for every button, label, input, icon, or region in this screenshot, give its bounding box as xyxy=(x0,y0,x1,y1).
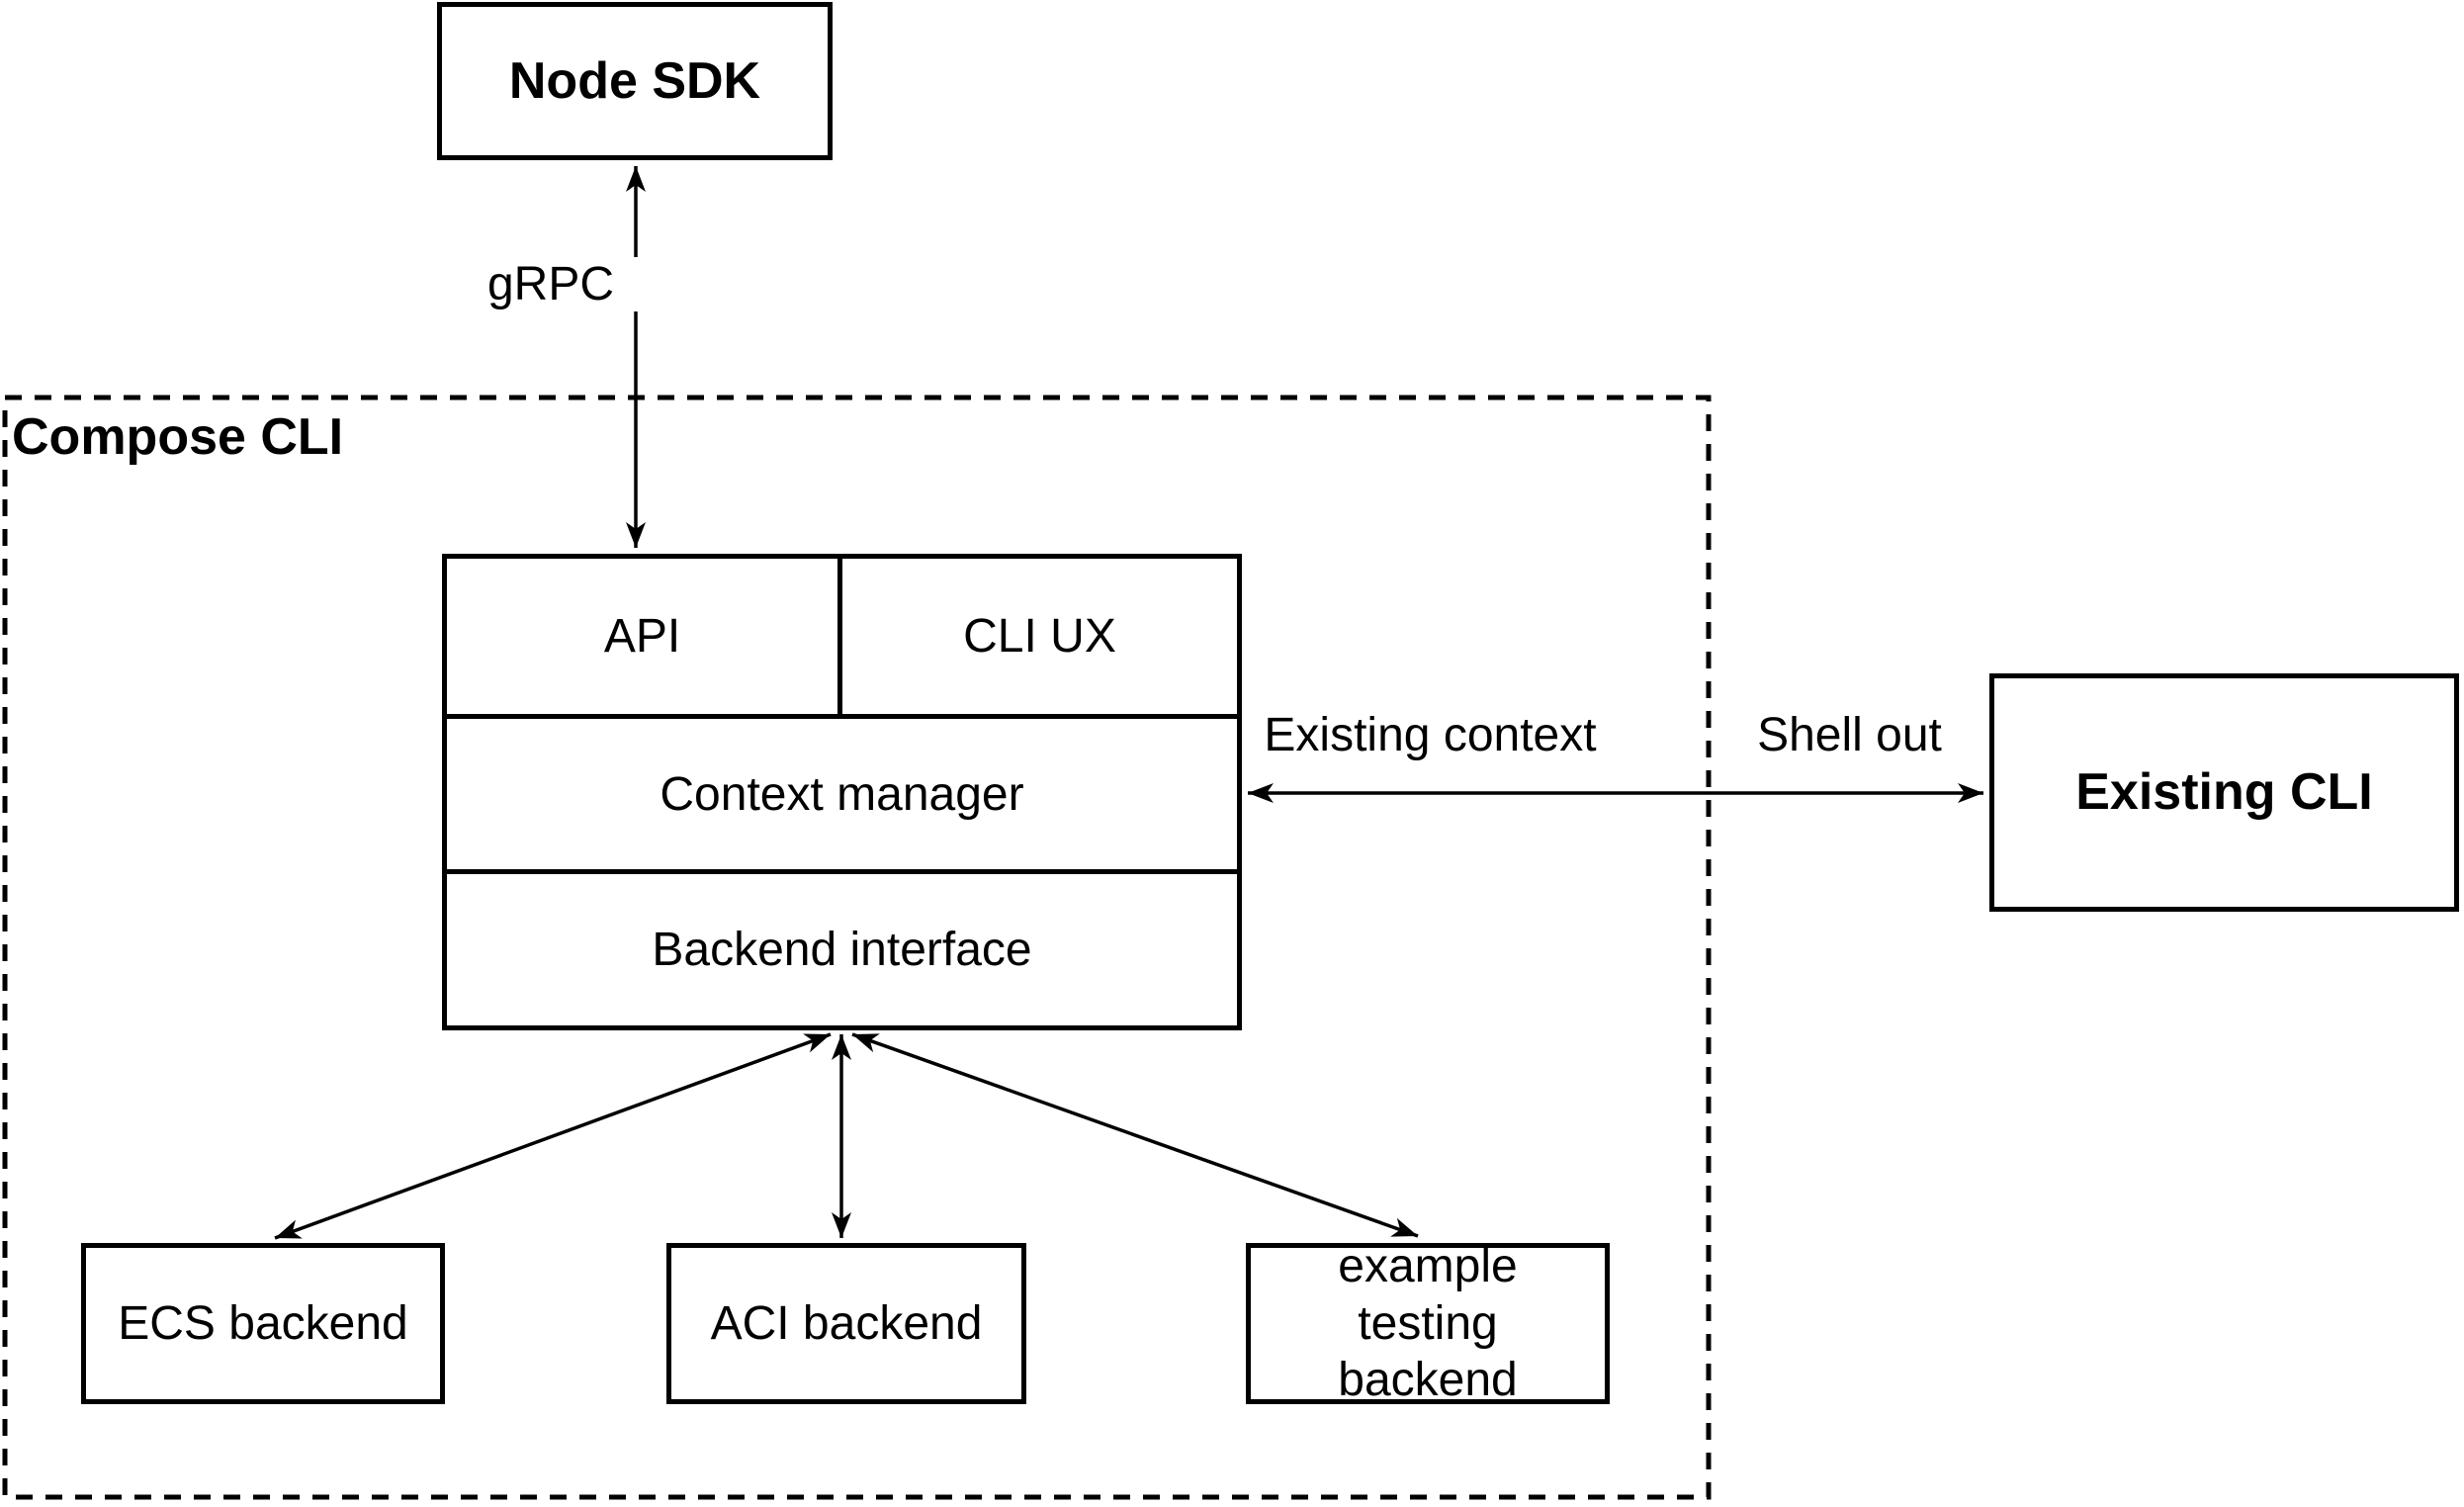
context-manager-cell: Context manager xyxy=(447,719,1237,869)
compose-cli-container-label: Compose CLI xyxy=(12,407,350,467)
context-manager-label: Context manager xyxy=(660,767,1024,821)
compose-cli-stack-box: API CLI UX Context manager Backend inter… xyxy=(442,554,1242,1030)
example-testing-backend-box: example testing backend xyxy=(1246,1240,1610,1406)
existing-cli-box: Existing CLI xyxy=(1989,673,2459,912)
compose-cli-container-border xyxy=(2,395,1712,1500)
stack-top-row: API CLI UX xyxy=(447,559,1237,714)
node-sdk-box: Node SDK xyxy=(437,2,833,160)
example-testing-backend-label: example testing backend xyxy=(1338,1240,1518,1407)
existing-context-edge-label: Existing context xyxy=(1260,708,1601,762)
aci-backend-label: ACI backend xyxy=(710,1296,983,1350)
aci-backend-box: ACI backend xyxy=(666,1243,1026,1404)
backend-interface-label: Backend interface xyxy=(652,923,1032,976)
backend-to-ecs-arrow xyxy=(274,1032,832,1240)
existing-cli-label: Existing CLI xyxy=(2075,763,2373,822)
backend-to-example-arrow xyxy=(851,1032,1419,1238)
context-manager-row: Context manager xyxy=(447,714,1237,869)
ecs-backend-box: ECS backend xyxy=(81,1243,445,1404)
backend-interface-row: Backend interface xyxy=(447,869,1237,1024)
cli-ux-cell: CLI UX xyxy=(842,559,1237,714)
grpc-edge-label: gRPC xyxy=(442,257,660,311)
ecs-backend-label: ECS backend xyxy=(118,1296,408,1350)
backend-interface-cell: Backend interface xyxy=(447,874,1237,1024)
cli-ux-label: CLI UX xyxy=(963,610,1116,663)
api-label: API xyxy=(603,610,681,663)
api-cell: API xyxy=(447,559,842,714)
shell-out-edge-label: Shell out xyxy=(1748,708,1951,762)
node-sdk-label: Node SDK xyxy=(508,51,761,110)
